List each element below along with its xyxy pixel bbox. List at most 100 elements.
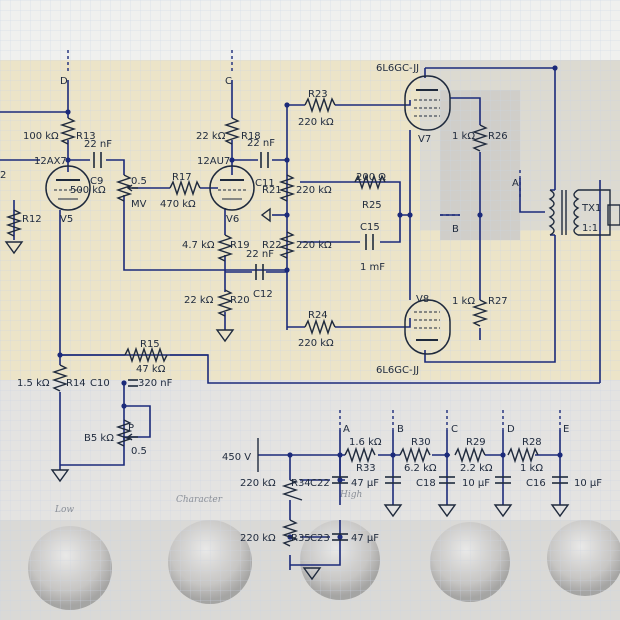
resistor-r30: [399, 446, 431, 464]
label-c10-value: 320 nF: [138, 378, 173, 389]
resistor-r35: [281, 519, 299, 547]
capacitor-c9: [93, 152, 102, 168]
label-r20-value: 22 kΩ: [184, 295, 214, 306]
capacitor-c12: [255, 264, 264, 280]
capacitor-c18: [385, 476, 401, 484]
capacitor-c16: [552, 476, 568, 484]
label-supply-voltage: 450 V: [222, 452, 251, 463]
label-r17-ref: R17: [172, 172, 192, 183]
resistor-symbols: [5, 96, 539, 547]
label-r21-value: 220 kΩ: [296, 185, 332, 196]
wires: [0, 67, 601, 570]
label-r14-ref: R14: [66, 378, 86, 389]
label-c22-value: 47 µF: [351, 478, 379, 489]
label-r12-ref: R12: [22, 214, 42, 225]
labels: 12AX7 V5 12AU7 V6 6L6GC-JJ V7 6L6GC-JJ V…: [0, 63, 602, 544]
label-r33-ref: R33: [356, 463, 376, 474]
tube-v8: [404, 299, 451, 355]
label-rail-d: D: [507, 424, 515, 435]
label-r21-ref: R21: [262, 185, 282, 196]
label-r28-value: 1 kΩ: [520, 463, 543, 474]
resistor-r15: [124, 346, 168, 364]
label-v5-ref: V5: [60, 214, 73, 225]
resistor-r28: [507, 446, 539, 464]
label-r26-value: 1 kΩ: [452, 131, 475, 142]
hand-label-high: High: [339, 490, 362, 500]
offpage-connectors: [67, 50, 561, 430]
resistor-r34: [281, 479, 303, 501]
resistor-r25: [354, 173, 386, 191]
label-mv-ref: MV: [131, 199, 147, 210]
resistor-r23: [304, 96, 336, 114]
label-mv-value: 500 kΩ: [70, 185, 106, 196]
capacitor-c-d: [495, 476, 511, 484]
label-offpage-a: A: [512, 178, 519, 189]
label-c11-value: 22 nF: [247, 138, 275, 149]
label-r18-ref: R18: [241, 131, 261, 142]
capacitor-c10: [128, 379, 138, 387]
label-r29-ref: R29: [466, 437, 486, 448]
label-v7-ref: V7: [418, 134, 431, 145]
label-r27-ref: R27: [488, 296, 508, 307]
label-r15-ref: R15: [140, 339, 160, 350]
label-c12-ref: C12: [253, 289, 273, 300]
label-r19-value: 4.7 kΩ: [182, 240, 215, 251]
label-presence-ref: P: [128, 423, 134, 434]
label-rail-e: E: [563, 424, 569, 435]
label-c22-ref: C22: [310, 478, 330, 489]
label-r22-ref: R22: [262, 240, 282, 251]
label-v6-ref: V6: [226, 214, 239, 225]
resistor-r18: [223, 117, 241, 145]
label-r25-ref: R25: [362, 200, 382, 211]
label-c18-ref: C18: [416, 478, 436, 489]
label-r33-value: 1.6 kΩ: [349, 437, 382, 448]
label-r14-value: 1.5 kΩ: [17, 378, 50, 389]
label-r28-ref: R28: [522, 437, 542, 448]
resistor-r13: [59, 117, 77, 145]
label-r17-value: 470 kΩ: [160, 199, 196, 210]
tube-v6: [209, 165, 255, 211]
capacitor-c15: [365, 234, 374, 250]
resistor-r17: [169, 179, 201, 197]
label-c15-ref: C15: [360, 222, 380, 233]
label-c11-ref: C11: [255, 178, 275, 189]
label-r19-ref: R19: [230, 240, 250, 251]
label-r13-ref: R13: [76, 131, 96, 142]
label-tx1-ratio: 1:1: [582, 223, 598, 234]
label-r23-value: 220 kΩ: [298, 117, 334, 128]
pot-presence: [115, 419, 133, 447]
label-v5-type: 12AX7: [34, 156, 67, 167]
resistor-r12: [5, 209, 23, 237]
label-r34-ref: R34: [291, 478, 311, 489]
label-rail-c: C: [451, 424, 458, 435]
label-c16-ref: C16: [526, 478, 546, 489]
resistor-r33: [344, 446, 376, 464]
label-c10-ref: C10: [90, 378, 110, 389]
label-r35-value: 220 kΩ: [240, 533, 276, 544]
label-rail-b: B: [397, 424, 404, 435]
capacitor-c23: [332, 533, 348, 541]
label-r15-value: 47 kΩ: [136, 364, 166, 375]
ground-symbols: [4, 207, 570, 581]
label-c9-ref: C9: [90, 176, 103, 187]
label-r29-value: 2.2 kΩ: [460, 463, 493, 474]
label-c12-value: 22 nF: [246, 249, 274, 260]
label-v8-type: 6L6GC-JJ: [376, 365, 419, 376]
label-c15-value: 1 mF: [360, 262, 385, 273]
capacitor-c22: [332, 476, 348, 484]
resistor-r20: [216, 289, 234, 317]
resistor-r21: [278, 174, 296, 202]
tube-v7: [404, 75, 451, 131]
label-r27-value: 1 kΩ: [452, 296, 475, 307]
label-edge-2: 2: [0, 170, 6, 181]
label-tx1-ref: TX1: [581, 203, 601, 214]
label-node-b: B: [452, 224, 459, 235]
resistor-r24: [304, 318, 336, 336]
tube-v5: [45, 165, 91, 211]
resistor-r29: [454, 446, 486, 464]
label-r34-value: 220 kΩ: [240, 478, 276, 489]
label-offpage-d: D: [60, 76, 68, 87]
label-r30-value: 6.2 kΩ: [404, 463, 437, 474]
label-r25-value: 200 Ω: [356, 172, 386, 183]
